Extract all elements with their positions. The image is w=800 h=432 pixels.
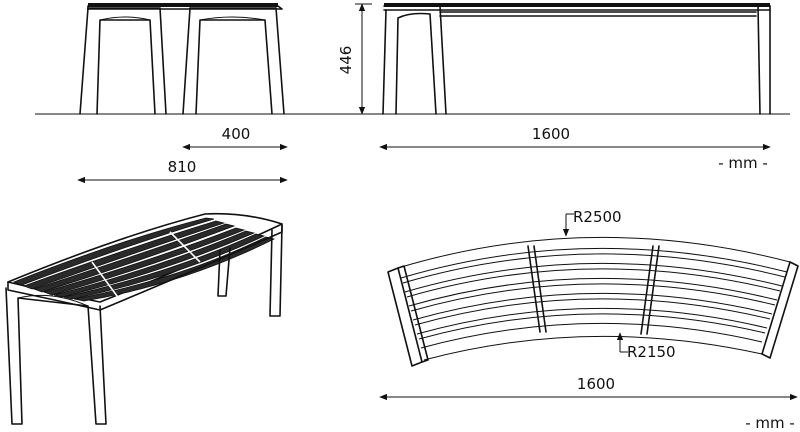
plan-view [387,236,799,367]
seat-depth-label: 400 [222,125,251,143]
perspective-view [5,212,283,425]
units-label-bottom: - mm - [745,414,795,432]
side-length-label: 1600 [532,125,570,143]
front-view [79,3,285,115]
height-label: 446 [337,46,355,75]
side-view [382,3,771,115]
inner-radius-callout: R2150 [616,332,676,361]
seat-depth-dimension: 400 [182,125,288,151]
total-depth-label: 810 [168,158,197,176]
height-dimension: 446 [337,3,372,115]
inner-radius-label: R2150 [627,343,676,361]
plan-length-dimension: 1600 [379,375,798,401]
units-label-top: - mm - [718,154,768,172]
outer-radius-callout: R2500 [562,208,622,237]
plan-length-label: 1600 [577,375,615,393]
side-length-dimension: 1600 [379,125,771,151]
outer-radius-label: R2500 [573,208,622,226]
total-depth-dimension: 810 [77,158,288,184]
